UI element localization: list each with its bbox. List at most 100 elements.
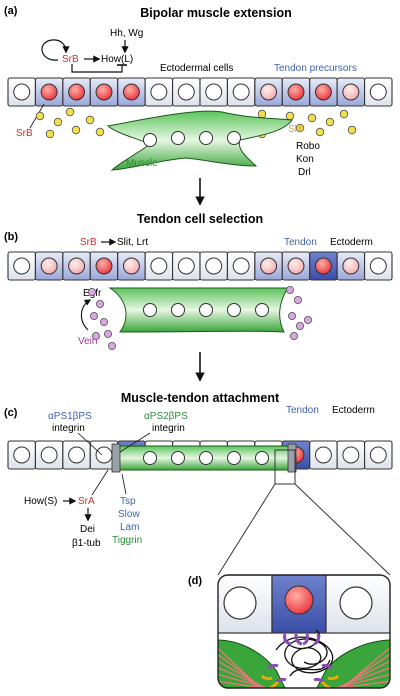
slit-dot bbox=[53, 117, 63, 127]
cell-nucleus bbox=[314, 83, 332, 101]
cell-nucleus bbox=[95, 83, 113, 101]
vein-dot bbox=[108, 341, 117, 350]
lam-label: Lam bbox=[120, 522, 139, 533]
slit-dot bbox=[339, 109, 349, 119]
slit-dot bbox=[325, 117, 335, 127]
cell-nucleus bbox=[122, 257, 140, 275]
inhibition-icon bbox=[71, 64, 123, 73]
dei-label: Dei bbox=[80, 524, 95, 535]
cell-nucleus bbox=[287, 257, 305, 275]
cell-nucleus bbox=[13, 446, 31, 464]
tendon-c-label: Tendon bbox=[286, 405, 319, 416]
striation bbox=[218, 680, 278, 688]
zoom-tendon-nucleus bbox=[284, 585, 314, 615]
ectodermal-label: Ectodermal cells bbox=[160, 63, 233, 74]
panel-d-letter: (d) bbox=[188, 575, 202, 587]
slit-dot bbox=[35, 111, 45, 121]
vein-dot bbox=[96, 299, 105, 308]
muscle-nucleus bbox=[227, 131, 241, 145]
cell-nucleus bbox=[205, 83, 223, 101]
pointer-line bbox=[77, 432, 103, 456]
cell-nucleus bbox=[13, 257, 31, 275]
tendon-precursors-label: Tendon precursors bbox=[274, 63, 357, 74]
panel-a-letter: (a) bbox=[4, 5, 18, 17]
muscle-nucleus bbox=[255, 451, 269, 465]
vein-dot bbox=[285, 285, 294, 294]
vein-dot bbox=[289, 331, 298, 340]
attachment-site bbox=[111, 443, 121, 473]
feedback-arrow-icon bbox=[41, 39, 70, 61]
cell-nucleus bbox=[40, 257, 58, 275]
cell-nucleus bbox=[314, 257, 332, 275]
cell-nucleus bbox=[150, 83, 168, 101]
panel-b-title: Tendon cell selection bbox=[137, 212, 263, 226]
sra-label: SrA bbox=[78, 496, 95, 507]
slit-dot bbox=[285, 111, 295, 121]
tiggrin-label: Tiggrin bbox=[112, 535, 142, 546]
pointer-line bbox=[119, 432, 151, 453]
cell-row-a bbox=[7, 77, 393, 107]
slit-dot bbox=[71, 125, 81, 135]
ectoderm-b-label: Ectoderm bbox=[330, 237, 373, 248]
slit-lrt-label: Slit, Lrt bbox=[117, 237, 148, 248]
muscle-nucleus bbox=[227, 303, 241, 317]
vein-dot bbox=[92, 331, 101, 340]
panel-c-title: Muscle-tendon attachment bbox=[121, 391, 280, 405]
zoom-line-right bbox=[294, 483, 391, 576]
slit-dot bbox=[295, 123, 305, 133]
integrin2-label: integrin bbox=[152, 423, 185, 434]
vein-dot bbox=[293, 295, 302, 304]
cell-nucleus bbox=[40, 446, 58, 464]
vein-dot bbox=[100, 317, 109, 326]
muscle-nucleus bbox=[227, 451, 241, 465]
cell-nucleus bbox=[177, 257, 195, 275]
muscle-striations bbox=[218, 645, 390, 688]
cell-nucleus bbox=[260, 83, 278, 101]
cell-nucleus bbox=[150, 257, 168, 275]
muscle-nuclei-b bbox=[143, 303, 269, 317]
cell-nucleus bbox=[95, 257, 113, 275]
cell-nucleus bbox=[68, 83, 86, 101]
slit-dot bbox=[85, 115, 95, 125]
kon-label: Kon bbox=[296, 154, 314, 165]
zoom-panel bbox=[218, 575, 390, 688]
cell-nucleus bbox=[95, 446, 113, 464]
cell-nucleus bbox=[122, 83, 140, 101]
zoom-box-icon bbox=[274, 449, 296, 485]
how-l-label: How(L) bbox=[101, 54, 133, 65]
cell-nucleus bbox=[205, 257, 223, 275]
tsp-label: Tsp bbox=[120, 496, 136, 507]
slit-dot bbox=[257, 109, 267, 119]
cell-nucleus bbox=[287, 83, 305, 101]
cell-nucleus bbox=[342, 446, 360, 464]
cell-nucleus bbox=[342, 83, 360, 101]
muscle-label: Muscle bbox=[126, 158, 158, 169]
zoom-panel-border bbox=[217, 574, 391, 689]
panel-a-title: Bipolar muscle extension bbox=[140, 6, 291, 20]
cell-row-c bbox=[7, 440, 393, 473]
muscle-nucleus bbox=[199, 303, 213, 317]
vein-dot bbox=[104, 329, 113, 338]
slit-dot bbox=[95, 127, 105, 137]
pointer-line bbox=[121, 473, 127, 495]
arrow-icon bbox=[80, 299, 92, 331]
vein-dot bbox=[90, 311, 99, 320]
muscle-nuclei-a bbox=[143, 131, 241, 147]
zoom-line-left bbox=[217, 483, 276, 576]
cell-nucleus bbox=[68, 257, 86, 275]
muscle-nucleus bbox=[143, 451, 157, 465]
vein-dots bbox=[88, 285, 312, 350]
muscle-nucleus bbox=[143, 303, 157, 317]
muscle-nucleus bbox=[255, 303, 269, 317]
pointer-line bbox=[91, 469, 109, 496]
cell-nucleus bbox=[342, 257, 360, 275]
robo-label: Robo bbox=[296, 141, 320, 152]
cell-nucleus bbox=[232, 257, 250, 275]
vein-dot bbox=[88, 287, 97, 296]
cell-nucleus bbox=[13, 83, 31, 101]
slit-dot bbox=[307, 113, 317, 123]
muscle-nucleus bbox=[171, 451, 185, 465]
vein-label: Vein bbox=[78, 336, 97, 347]
